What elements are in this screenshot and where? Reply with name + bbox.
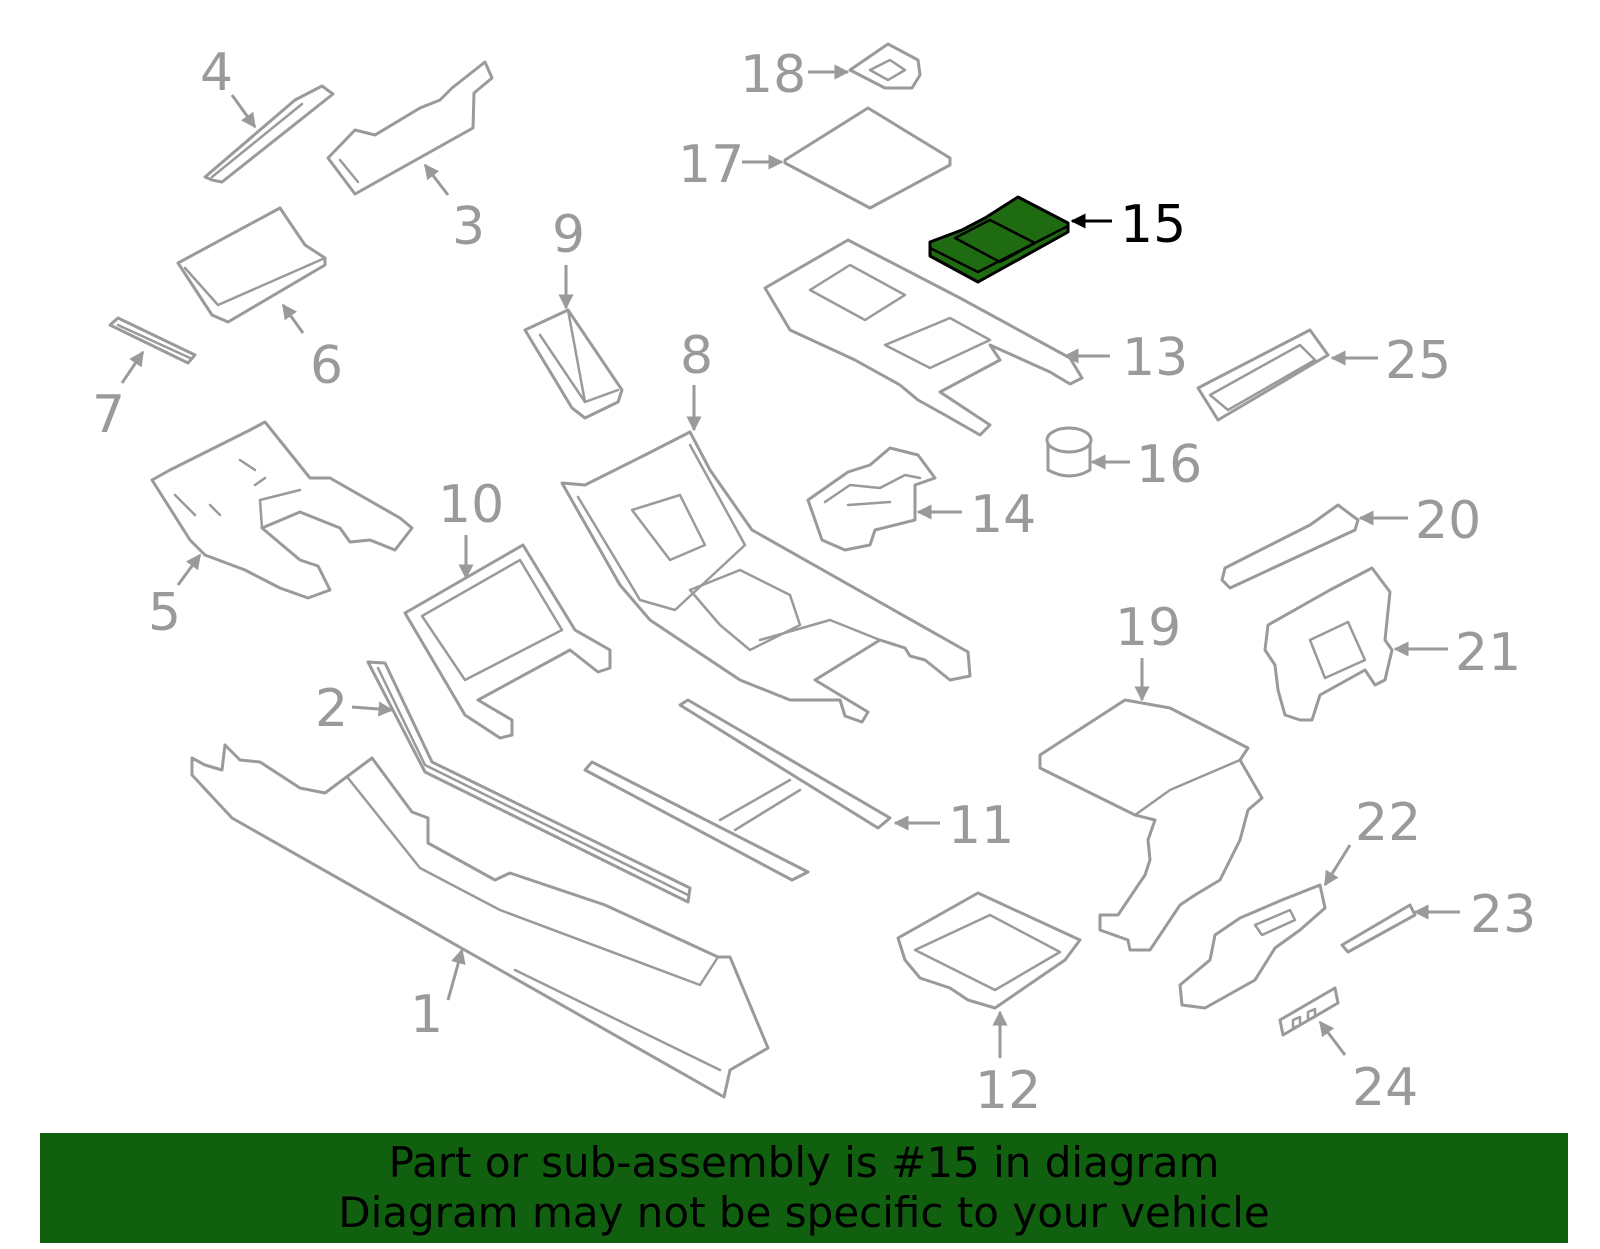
part-9-cubby — [523, 308, 624, 420]
svg-text:16: 16 — [1136, 435, 1202, 495]
banner-line-part: Part or sub-assembly is #15 in diagram — [388, 1138, 1220, 1187]
callout-2: 2 — [315, 679, 394, 739]
svg-text:11: 11 — [948, 796, 1014, 856]
callout-15: 15 — [1070, 195, 1186, 255]
svg-text:20: 20 — [1415, 491, 1481, 551]
svg-text:2: 2 — [315, 679, 348, 739]
part-15-highlighted — [928, 195, 1070, 284]
banner-line-disclaimer: Diagram may not be specific to your vehi… — [338, 1188, 1270, 1237]
info-banner: Part or sub-assembly is #15 in diagram D… — [40, 1133, 1568, 1243]
part-11-rail — [583, 698, 892, 882]
part-18-plate — [848, 42, 922, 90]
svg-text:4: 4 — [200, 43, 233, 103]
svg-text:6: 6 — [310, 336, 343, 396]
svg-text:9: 9 — [552, 205, 585, 265]
part-6-tray — [176, 206, 327, 324]
callout-12: 12 — [975, 1010, 1041, 1121]
part-16-ring — [1045, 426, 1093, 478]
svg-text:17: 17 — [678, 135, 744, 195]
part-3-bracket — [326, 60, 494, 196]
callout-16: 16 — [1090, 435, 1202, 495]
part-7-strip — [108, 316, 197, 365]
svg-text:23: 23 — [1470, 885, 1536, 945]
svg-text:25: 25 — [1385, 331, 1451, 391]
part-22-switch-panel — [1178, 883, 1327, 1010]
svg-text:3: 3 — [452, 197, 485, 257]
svg-text:12: 12 — [975, 1061, 1041, 1121]
part-13-trim-panel — [763, 238, 1084, 437]
part-20-strip — [1220, 503, 1360, 590]
svg-text:19: 19 — [1115, 598, 1181, 658]
part-24-switch-block — [1278, 986, 1340, 1037]
svg-text:21: 21 — [1455, 623, 1521, 683]
callout-10: 10 — [438, 475, 504, 580]
callout-7: 7 — [92, 350, 145, 445]
callout-22: 22 — [1323, 793, 1421, 887]
callout-6: 6 — [281, 303, 343, 396]
svg-text:5: 5 — [148, 583, 181, 643]
part-25-vent — [1196, 328, 1330, 422]
callout-19: 19 — [1115, 598, 1181, 702]
callout-13: 13 — [1063, 328, 1188, 388]
callout-5: 5 — [148, 553, 202, 643]
part-1-console-panel — [190, 743, 770, 1099]
part-10-frame — [403, 543, 612, 740]
svg-text:8: 8 — [680, 326, 713, 386]
svg-text:1: 1 — [410, 985, 443, 1045]
svg-text:7: 7 — [92, 385, 125, 445]
part-21-bracket — [1263, 566, 1394, 722]
svg-text:15: 15 — [1120, 195, 1186, 255]
part-19-armrest — [1038, 698, 1264, 952]
callout-24: 24 — [1318, 1020, 1418, 1118]
part-4-trim — [203, 84, 335, 184]
callout-11: 11 — [893, 796, 1014, 856]
part-12-bin — [896, 891, 1082, 1010]
callout-21: 21 — [1393, 623, 1521, 683]
callout-4: 4 — [200, 43, 257, 129]
part-17-mat — [783, 106, 952, 210]
svg-text:14: 14 — [970, 485, 1036, 545]
svg-text:22: 22 — [1355, 793, 1421, 853]
callout-1: 1 — [410, 948, 466, 1045]
callout-18: 18 — [740, 45, 850, 105]
callout-9: 9 — [552, 205, 585, 310]
callout-14: 14 — [916, 485, 1036, 545]
part-2-trim-strip — [366, 660, 692, 904]
callout-3: 3 — [423, 163, 485, 257]
part-8-housing — [560, 430, 972, 724]
callout-25: 25 — [1330, 331, 1451, 391]
part-23-switch — [1340, 903, 1417, 954]
svg-text:24: 24 — [1352, 1058, 1418, 1118]
svg-text:13: 13 — [1122, 328, 1188, 388]
callout-20: 20 — [1358, 491, 1481, 551]
callout-8: 8 — [680, 326, 713, 432]
part-5-frame — [150, 420, 414, 600]
callout-23: 23 — [1413, 885, 1536, 945]
svg-text:18: 18 — [740, 45, 806, 105]
callout-17: 17 — [678, 135, 784, 195]
part-14-cup-holder — [806, 446, 937, 552]
svg-text:10: 10 — [438, 475, 504, 535]
